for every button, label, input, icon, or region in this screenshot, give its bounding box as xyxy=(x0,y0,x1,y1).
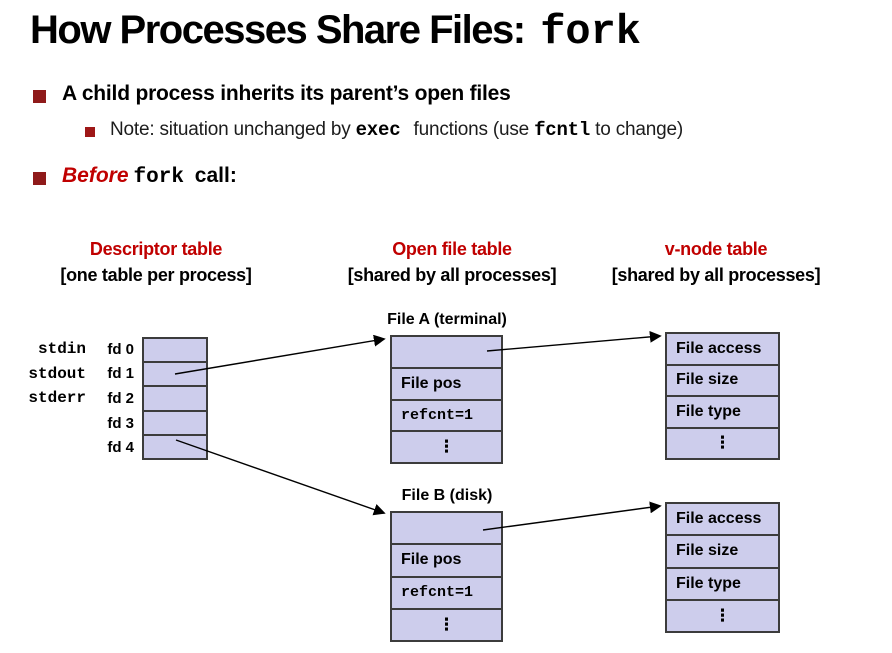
stream-labels: stdin stdout stderr xyxy=(8,337,86,411)
file-b-vnode-ptr-cell xyxy=(392,513,501,543)
before-code-fork: fork xyxy=(133,166,184,189)
header-subtitle: [shared by all processes] xyxy=(347,265,557,285)
vnode-table-b: File access File size File type ⋮ xyxy=(665,502,780,633)
arrow-file-a-to-vnode-a xyxy=(486,330,662,352)
label-stderr: stderr xyxy=(28,389,86,408)
file-a-ellipsis-cell: ⋮ xyxy=(392,430,501,462)
header-descriptor-table: Descriptor table [one table per process] xyxy=(31,236,281,288)
title-code-fork: fork xyxy=(540,8,642,56)
note-mid: functions (use xyxy=(408,119,535,140)
file-b-label: File B (disk) xyxy=(401,487,493,504)
open-file-table-b: File pos refcnt=1 ⋮ xyxy=(390,511,503,642)
fd1-cell xyxy=(144,361,206,385)
label-fd4: fd 4 xyxy=(107,439,134,457)
bullet-text: A child process inherits its parent’s op… xyxy=(62,82,511,105)
sub-bullet-square-icon xyxy=(85,127,95,137)
header-title: Open file table xyxy=(392,239,512,259)
header-subtitle: [shared by all processes] xyxy=(611,265,821,285)
label-fd0: fd 0 xyxy=(107,340,134,358)
note-code-fcntl: fcntl xyxy=(534,119,591,141)
bullet-square-icon xyxy=(33,172,46,185)
vnode-a-type-cell: File type xyxy=(667,395,778,427)
file-a-label: File A (terminal) xyxy=(387,311,507,328)
note-suffix: to change) xyxy=(590,119,683,140)
vnode-a-ellipsis-cell: ⋮ xyxy=(667,426,778,459)
note-text: Note: situation unchanged by exec functi… xyxy=(110,119,683,141)
header-subtitle: [one table per process] xyxy=(60,265,252,285)
note-code-exec: exec xyxy=(355,119,401,141)
label-stdout: stdout xyxy=(28,364,86,383)
before-rest: call: xyxy=(188,164,237,187)
file-a-filepos-cell: File pos xyxy=(392,366,501,399)
file-b-filepos-cell: File pos xyxy=(392,543,501,575)
open-file-table-a: File pos refcnt=1 ⋮ xyxy=(390,335,503,464)
sub-bullet-note: Note: situation unchanged by exec functi… xyxy=(85,119,683,141)
title-text: How Processes Share Files: xyxy=(30,8,535,52)
bullet-child-process: A child process inherits its parent’s op… xyxy=(33,82,511,106)
vnode-b-access-cell: File access xyxy=(676,510,762,528)
header-title: v-node table xyxy=(664,239,768,259)
label-stdin: stdin xyxy=(37,340,86,359)
header-title: Descriptor table xyxy=(89,239,223,259)
bullet-square-icon xyxy=(33,90,46,103)
file-b-refcnt-cell: refcnt=1 xyxy=(392,575,501,608)
note-prefix: Note: situation unchanged by xyxy=(110,119,356,140)
descriptor-table xyxy=(142,337,208,460)
fd-labels: fd 0 fd 1 fd 2 fd 3 fd 4 xyxy=(92,337,134,460)
vnode-a-access-cell: File access xyxy=(676,339,762,357)
page-title: How Processes Share Files: fork xyxy=(30,8,641,56)
header-vnode-table: v-node table [shared by all processes] xyxy=(591,236,841,288)
file-b-ellipsis-cell: ⋮ xyxy=(392,607,501,640)
fd4-cell xyxy=(144,433,206,458)
label-fd3: fd 3 xyxy=(107,414,134,432)
label-fd1: fd 1 xyxy=(107,365,134,383)
header-open-file-table: Open file table [shared by all processes… xyxy=(327,236,577,288)
arrow-file-b-to-vnode-b xyxy=(482,501,662,531)
vnode-a-size-cell: File size xyxy=(667,363,778,396)
fd3-cell xyxy=(144,409,206,434)
label-fd2: fd 2 xyxy=(107,389,134,407)
file-a-refcnt-cell: refcnt=1 xyxy=(392,398,501,431)
fd2-cell xyxy=(144,385,206,409)
vnode-b-type-cell: File type xyxy=(667,566,778,599)
vnode-b-ellipsis-cell: ⋮ xyxy=(667,598,778,631)
fd0-cell xyxy=(144,339,206,361)
before-emph: Before xyxy=(62,164,129,187)
vnode-table-a: File access File size File type ⋮ xyxy=(665,332,780,460)
vnode-b-size-cell: File size xyxy=(667,534,778,566)
file-a-vnode-ptr-cell xyxy=(392,337,501,367)
